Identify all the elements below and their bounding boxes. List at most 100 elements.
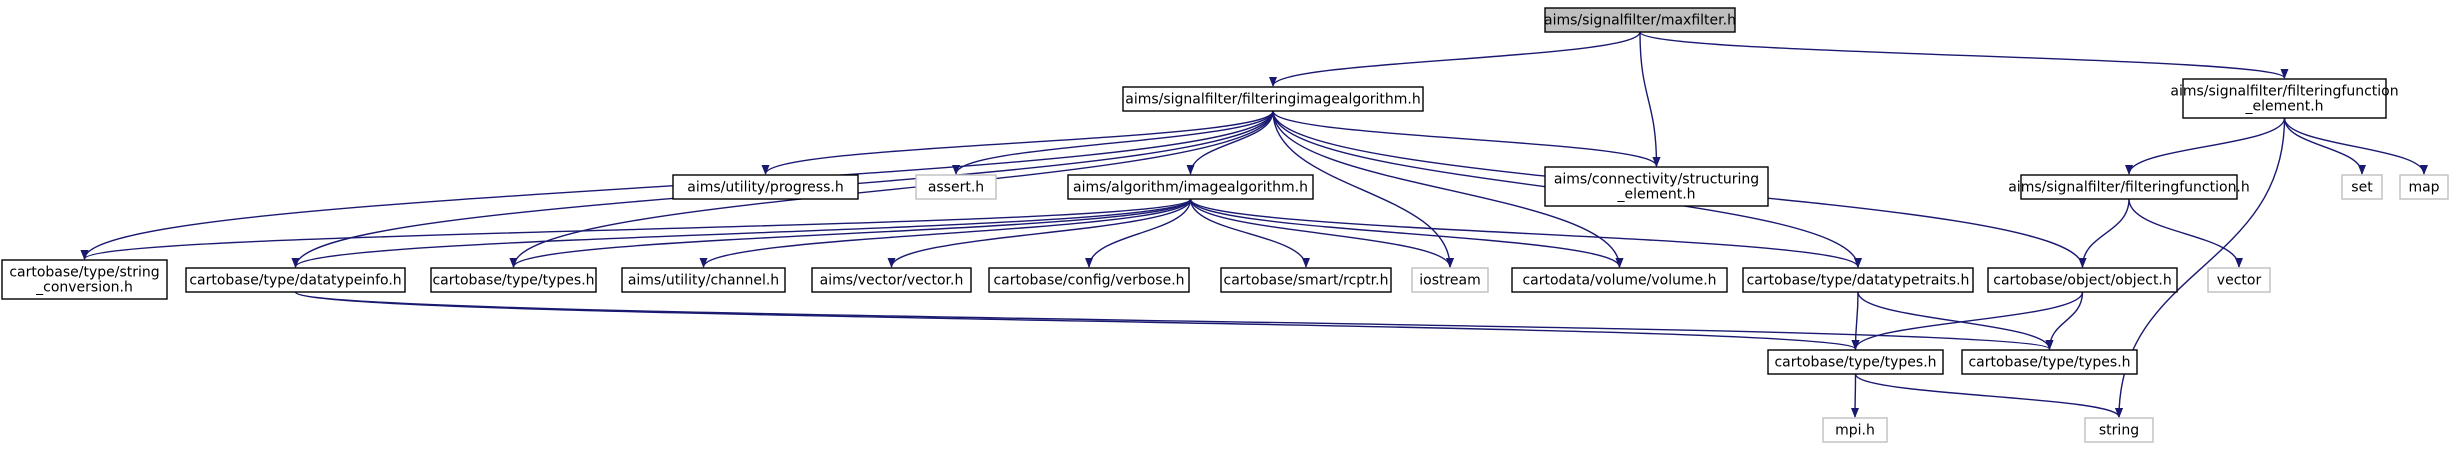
node-aims-utility-channel-h[interactable]: aims/utility/channel.h <box>621 267 786 293</box>
edge-line <box>1851 373 1860 418</box>
node-box <box>1067 174 1314 200</box>
node-box <box>2399 174 2449 200</box>
edge-line <box>1272 110 1454 268</box>
edge-line <box>1851 291 2084 350</box>
node-cartobase-type-types-h[interactable]: cartobase/type/types.h <box>1767 349 1944 375</box>
edge-line <box>699 198 1192 268</box>
node-label: set <box>2351 180 2373 196</box>
node-aims-signalfilter-filteringfunction-element-h[interactable]: aims/signalfilter/filteringfunction_elem… <box>2170 78 2399 119</box>
edge-line <box>291 198 1192 268</box>
node-aims-signalfilter-maxfilter-h[interactable]: aims/signalfilter/maxfilter.h <box>1544 7 1736 33</box>
node-box <box>1961 349 2138 375</box>
node-label: cartobase/type/types.h <box>432 273 594 289</box>
node-cartobase-type-types-h[interactable]: cartobase/type/types.h <box>1961 349 2138 375</box>
edge-n0-to-n1 <box>1269 31 1641 87</box>
node-cartobase-config-verbose-h[interactable]: cartobase/config/verbose.h <box>988 267 1190 293</box>
edge-line <box>2128 198 2243 268</box>
edge-n19-to-n22 <box>1851 291 1860 350</box>
node-label: aims/signalfilter/filteringfunction <box>2170 84 2398 100</box>
edge-n2-to-n9 <box>2283 117 2428 175</box>
edge-line <box>2078 198 2130 268</box>
edge-n5-to-n18 <box>1189 198 1624 268</box>
node-cartobase-type-types-h[interactable]: cartobase/type/types.h <box>430 267 597 293</box>
edge-line <box>1272 110 1661 167</box>
edge-n5-to-n13 <box>699 198 1192 268</box>
edge-line <box>1085 198 1192 268</box>
node-box <box>2341 174 2383 200</box>
edge-n20-to-n22 <box>1851 291 2084 350</box>
node-label: cartobase/type/datatypetraits.h <box>1747 273 1970 289</box>
node-cartobase-smart-rcptr-h[interactable]: cartobase/smart/rcptr.h <box>1220 267 1392 293</box>
edge-n1-to-n17 <box>1272 110 1454 268</box>
edge-n5-to-n16 <box>1189 198 1310 268</box>
node-cartobase-type-datatypeinfo-h[interactable]: cartobase/type/datatypeinfo.h <box>185 267 406 293</box>
nodes-layer: aims/signalfilter/maxfilter.h aims/signal… <box>1 7 2449 443</box>
node-box <box>672 174 859 200</box>
node-label: cartobase/type/types.h <box>1774 355 1936 371</box>
edge-n5-to-n14 <box>887 198 1192 268</box>
node-cartobase-type-string-conversion-h[interactable]: cartobase/type/string_conversion.h <box>1 259 168 300</box>
node-label: cartodata/volume/volume.h <box>1522 273 1716 289</box>
edge-n1-to-n12 <box>509 110 1274 268</box>
node-aims-connectivity-structuring-element-h[interactable]: aims/connectivity/structuring_element.h <box>1544 166 1769 207</box>
node-box <box>1767 349 1944 375</box>
edge-n2-to-n7 <box>2125 117 2286 175</box>
edge-line <box>1639 31 1661 167</box>
edge-line <box>2283 117 2428 175</box>
node-string: string <box>2084 417 2154 443</box>
edge-line <box>1189 198 1310 268</box>
edge-line <box>509 198 1192 268</box>
node-box <box>811 267 972 293</box>
edge-n0-to-n2 <box>1639 31 2289 79</box>
node-cartodata-volume-volume-h[interactable]: cartodata/volume/volume.h <box>1511 267 1728 293</box>
node-label: aims/vector/vector.h <box>820 273 964 289</box>
edge-n1-to-n6 <box>1272 110 1661 167</box>
node-aims-algorithm-imagealgorithm-h[interactable]: aims/algorithm/imagealgorithm.h <box>1067 174 1314 200</box>
node-box <box>2084 417 2154 443</box>
edge-n2-to-n8 <box>2283 117 2366 175</box>
node-label: mpi.h <box>1835 423 1875 439</box>
node-cartobase-type-datatypetraits-h[interactable]: cartobase/type/datatypetraits.h <box>1742 267 1974 293</box>
node-box <box>2207 267 2271 293</box>
edge-n5-to-n17 <box>1189 198 1454 268</box>
edge-line <box>1851 291 1860 350</box>
node-aims-utility-progress-h[interactable]: aims/utility/progress.h <box>672 174 859 200</box>
node-label: string <box>2099 423 2139 439</box>
node-box <box>621 267 786 293</box>
node-label: cartobase/type/types.h <box>1968 355 2130 371</box>
edge-line <box>1269 31 1641 87</box>
node-box <box>988 267 1190 293</box>
edge-n7-to-n20 <box>2078 198 2130 268</box>
edge-n11-to-n22 <box>294 291 1859 350</box>
node-label: cartobase/config/verbose.h <box>993 273 1184 289</box>
node-vector: vector <box>2207 267 2271 293</box>
node-box <box>1411 267 1489 293</box>
edge-n22-to-n24 <box>1851 373 1860 418</box>
edge-line <box>1854 373 2123 418</box>
edge-line <box>1639 31 2289 79</box>
node-box <box>1544 7 1736 33</box>
node-aims-vector-vector-h[interactable]: aims/vector/vector.h <box>811 267 972 293</box>
edge-n19-to-n23 <box>1857 291 2054 350</box>
edge-line <box>2045 291 2084 350</box>
edge-line <box>1272 110 1624 268</box>
node-box <box>1 259 168 300</box>
edge-n5-to-n11 <box>291 198 1192 268</box>
node-box <box>1987 267 2178 293</box>
edge-n7-to-n21 <box>2128 198 2243 268</box>
node-assert-h: assert.h <box>915 174 997 200</box>
node-cartobase-object-object-h[interactable]: cartobase/object/object.h <box>1987 267 2178 293</box>
node-mpi-h: mpi.h <box>1822 417 1888 443</box>
node-box <box>2020 174 2238 200</box>
node-box <box>1511 267 1728 293</box>
node-box <box>2182 78 2387 119</box>
node-box <box>1122 86 1424 112</box>
edge-n11-to-n23 <box>294 291 2053 350</box>
edge-line <box>761 110 1274 175</box>
edge-line <box>1189 198 1454 268</box>
edge-line <box>2283 117 2366 175</box>
node-aims-signalfilter-filteringfunction-h[interactable]: aims/signalfilter/filteringfunction.h <box>2008 174 2250 200</box>
node-box <box>1742 267 1974 293</box>
edge-n5-to-n19 <box>1189 198 1862 268</box>
node-aims-signalfilter-filteringimagealgorithm-h[interactable]: aims/signalfilter/filteringimagealgorith… <box>1122 86 1424 112</box>
